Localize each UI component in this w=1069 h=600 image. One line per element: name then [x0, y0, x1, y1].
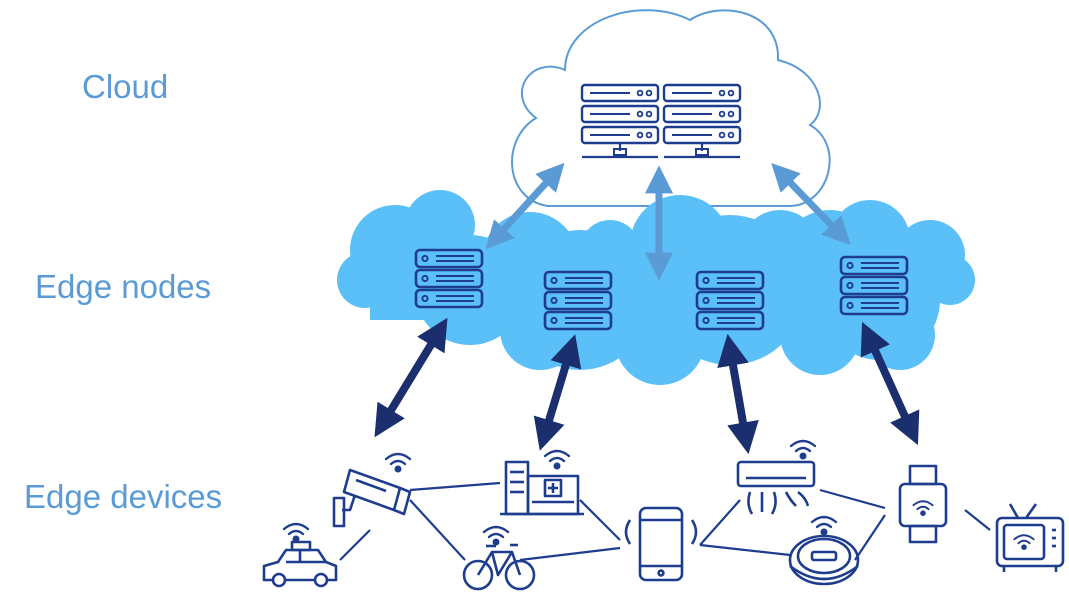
cloud-layer-label: Cloud [82, 68, 169, 105]
bicycle-icon [462, 525, 536, 591]
taxi-icon [262, 522, 338, 588]
smartphone-icon [624, 506, 698, 582]
air-conditioner-icon [736, 439, 817, 515]
robot-vacuum-icon [788, 515, 860, 586]
edge-devices-layer-label: Edge devices [24, 478, 223, 515]
edge-device-arrow [717, 333, 759, 455]
cloud-edge-arrow [771, 162, 851, 246]
device-network-lines [339, 481, 991, 562]
cloud-edge-arrow [485, 162, 565, 250]
edge-device-arrow [533, 334, 582, 451]
edge-device-arrow [374, 317, 448, 438]
hospital-icon [500, 449, 584, 516]
smartwatch-icon [898, 464, 948, 544]
security-camera-icon [332, 452, 412, 528]
edge-device-arrow [860, 321, 920, 446]
edge-nodes-layer-label: Edge nodes [35, 268, 212, 305]
smart-tv-icon [995, 503, 1065, 572]
